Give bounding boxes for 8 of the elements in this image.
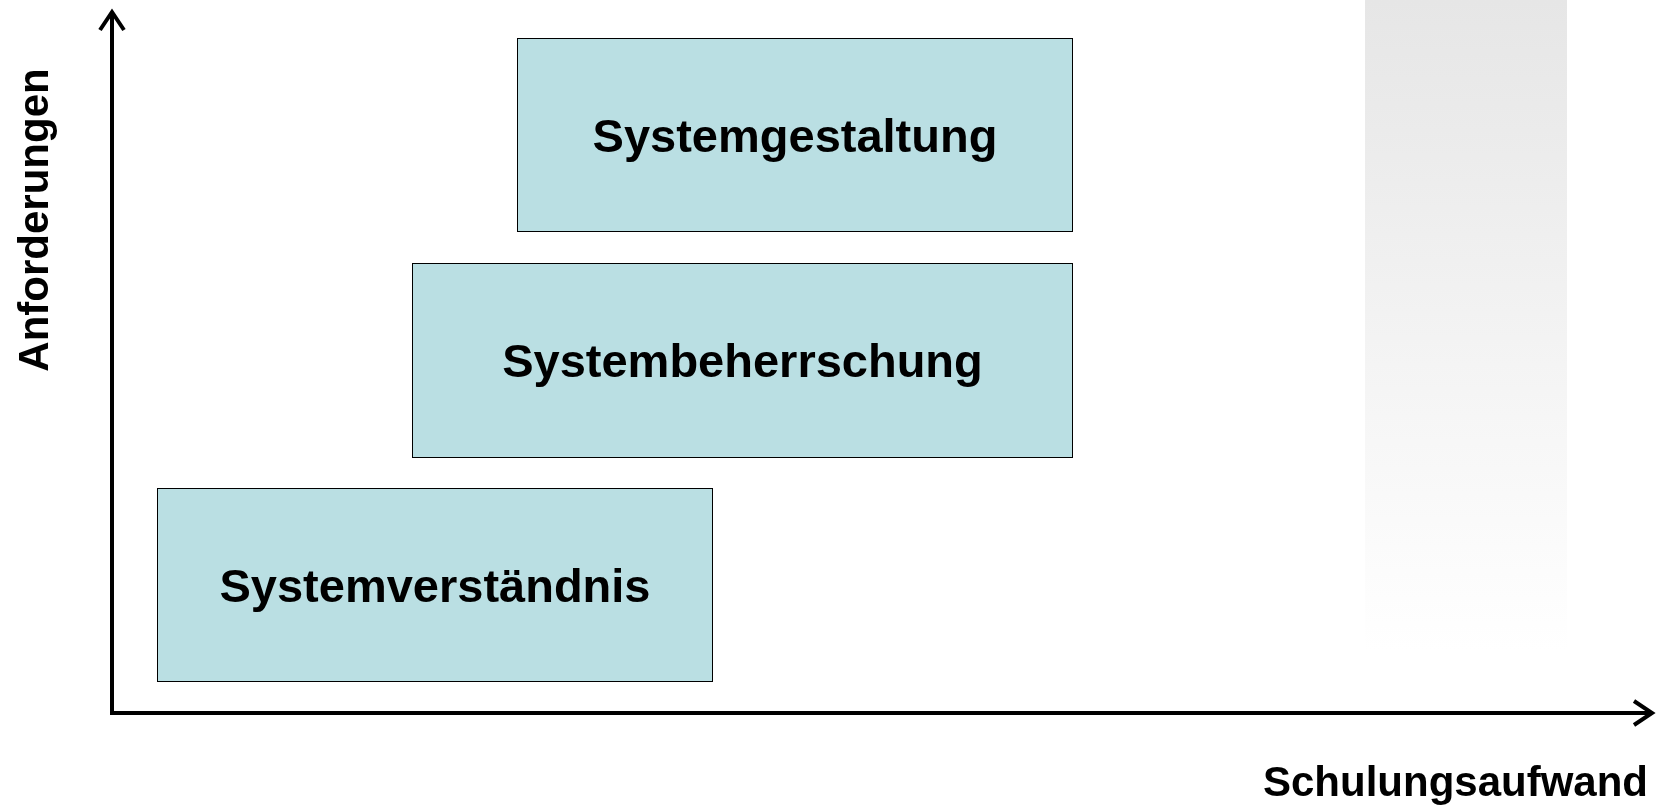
box-label: Systembeherrschung bbox=[502, 333, 983, 388]
level-box bbox=[412, 263, 1073, 458]
level-box bbox=[157, 488, 713, 682]
x-axis-title: Schulungsaufwand bbox=[1263, 758, 1648, 806]
box-label: Systemgestaltung bbox=[592, 107, 998, 163]
box-label: Systemverständnis bbox=[219, 557, 651, 613]
y-axis-title: Anforderungen bbox=[10, 68, 58, 372]
level-box bbox=[517, 38, 1073, 232]
